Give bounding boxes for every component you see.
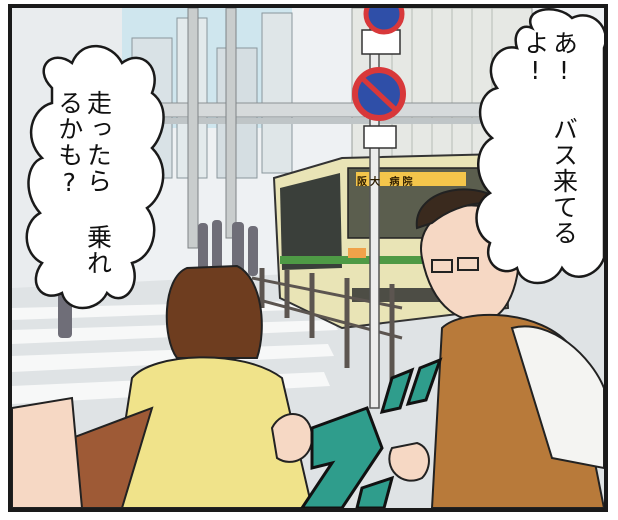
no-parking-sign-top <box>363 8 405 35</box>
speech-text-left: 走ったら 乗れるかも? <box>54 90 113 290</box>
sound-effect-text: ダッ <box>310 448 312 449</box>
speech-right-line-1: あ! <box>549 30 579 86</box>
speech-left-line-2: 乗れるかも? <box>54 90 113 276</box>
no-parking-sign <box>352 67 406 121</box>
speech-left-line-1: 走ったら <box>83 90 113 194</box>
far-buildings <box>131 12 293 179</box>
bus-destination-text: 阪大 病院 <box>357 177 416 188</box>
speech-text-right: あ! バス来てるよ! <box>520 30 579 260</box>
speech-bubble-right <box>475 8 604 285</box>
running-woman <box>12 264 314 508</box>
sound-effect-da <box>300 357 443 508</box>
speech-right-line-2: バス来てるよ! <box>520 30 579 246</box>
street-scene <box>12 8 604 508</box>
bus-destination-sign <box>356 172 466 186</box>
manga-panel: 走ったら 乗れるかも? あ! バス来てるよ! 阪大 病院 ダッ <box>8 4 608 512</box>
speech-bubble-left <box>25 44 165 310</box>
running-man <box>388 188 604 508</box>
